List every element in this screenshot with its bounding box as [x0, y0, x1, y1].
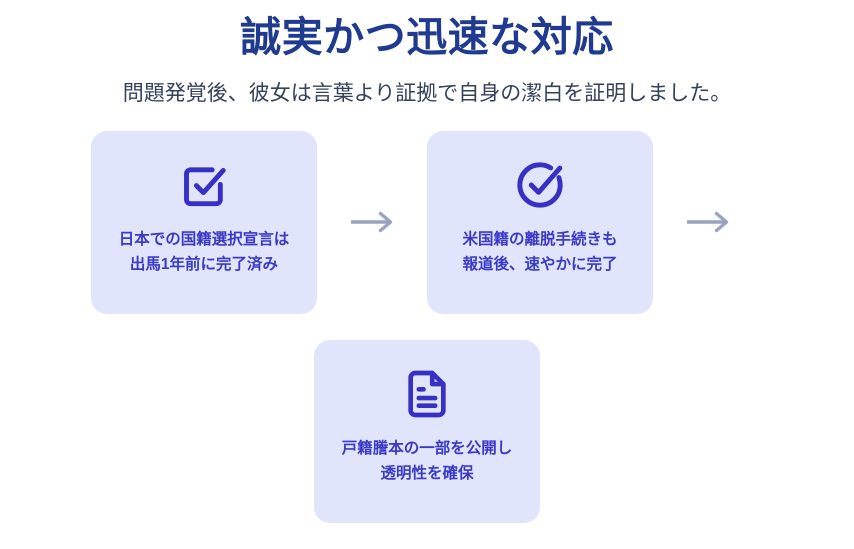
- flow-card-2: 米国籍の離脱手続きも 報道後、速やかに完了: [427, 130, 653, 314]
- flow-card-label: 日本での国籍選択宣言は 出馬1年前に完了済み: [118, 230, 290, 274]
- flow-card-label: 米国籍の離脱手続きも 報道後、速やかに完了: [462, 230, 618, 274]
- row-break: [27, 314, 827, 340]
- flow-card-1: 日本での国籍選択宣言は 出馬1年前に完了済み: [91, 130, 317, 314]
- page-subtitle: 問題発覚後、彼女は言葉より証拠で自身の潔白を証明しました。: [122, 82, 732, 106]
- circle-check-icon: [512, 157, 568, 213]
- arrow-right-icon: [653, 131, 763, 314]
- page-title: 誠実かつ迅速な対応: [240, 14, 614, 60]
- document-text-icon: [399, 366, 455, 422]
- check-square-icon: [176, 157, 232, 213]
- arrow-right-icon: [317, 131, 427, 314]
- flow-card-label: 戸籍謄本の一部を公開し 透明性を確保: [341, 439, 513, 483]
- flow-card-3: 戸籍謄本の一部を公開し 透明性を確保: [314, 339, 540, 523]
- process-flow: 日本での国籍選択宣言は 出馬1年前に完了済み 米国籍の離脱手続きも 報道後、速や…: [27, 109, 827, 523]
